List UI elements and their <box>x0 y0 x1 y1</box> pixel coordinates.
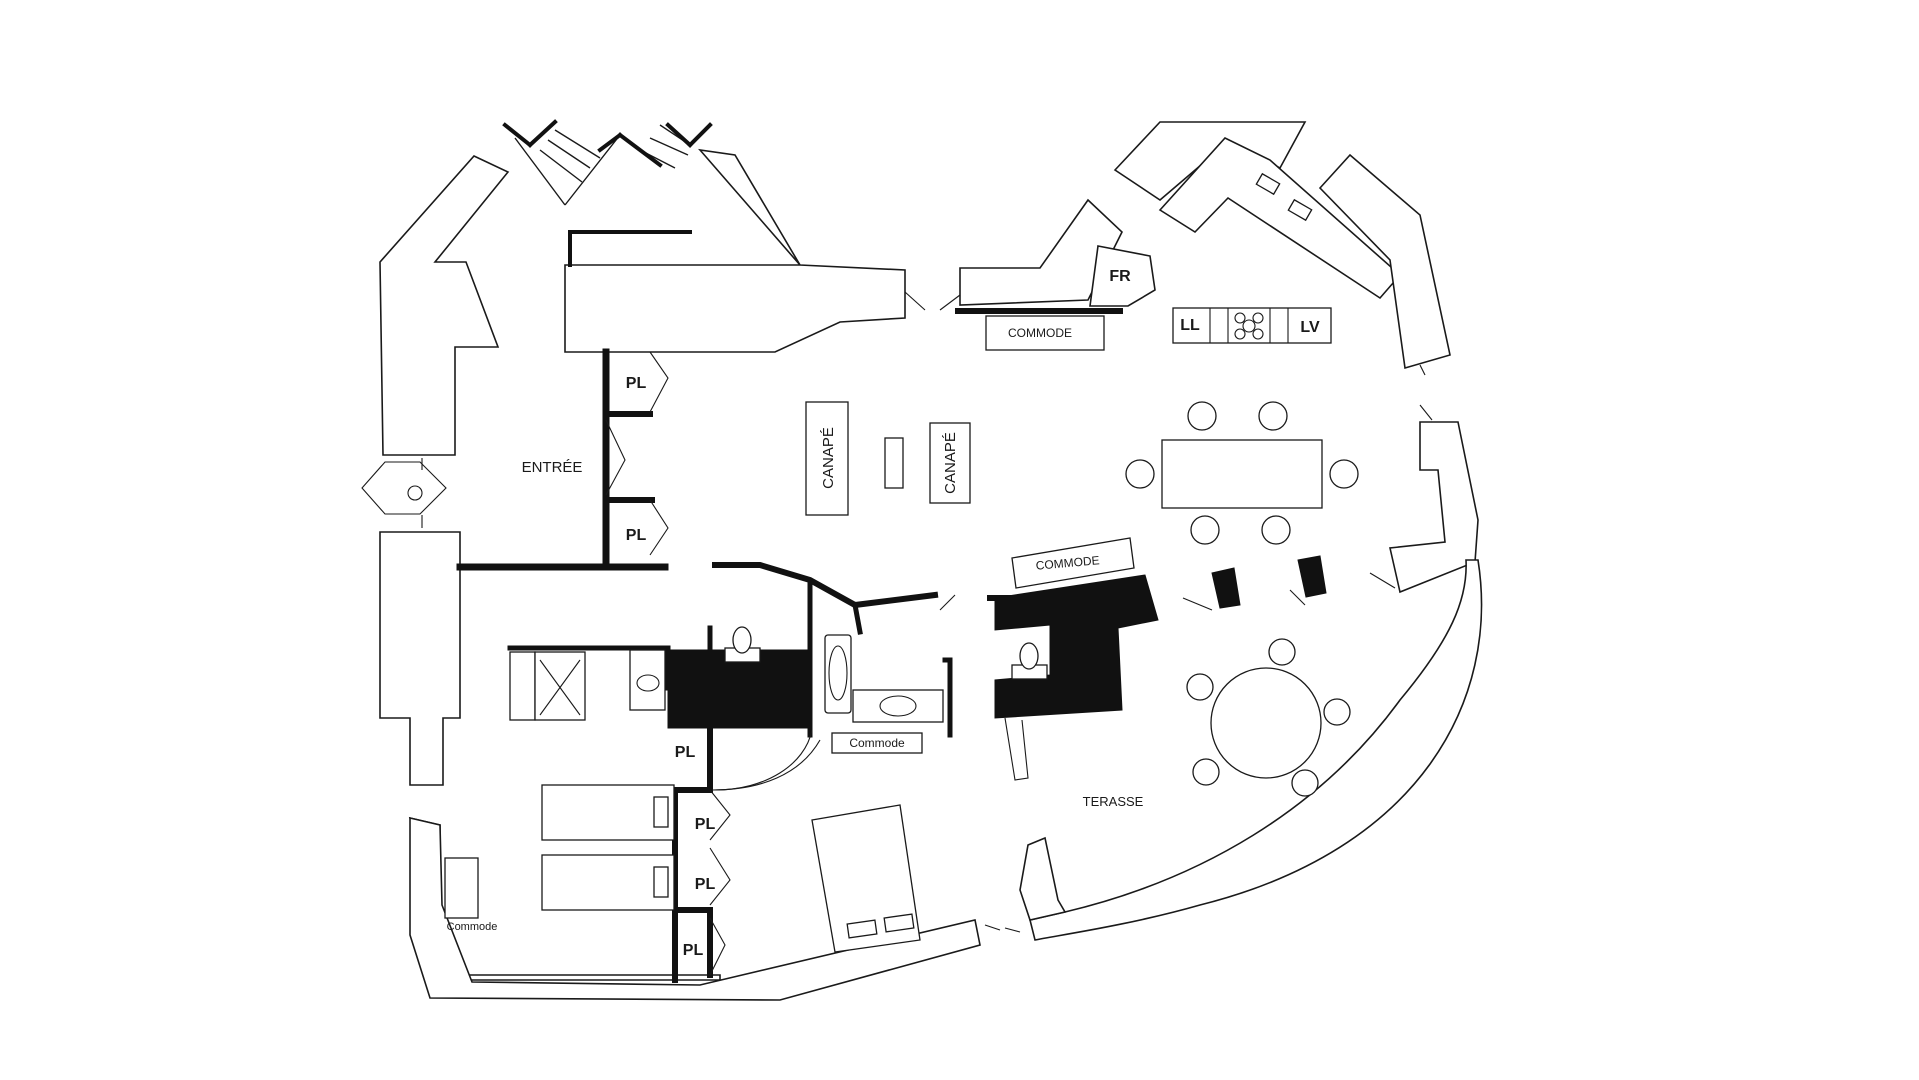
sofa-2-label: CANAPÉ <box>942 432 959 494</box>
shower-1 <box>509 651 536 721</box>
wall-north-entry <box>564 148 906 353</box>
single-bed-2 <box>541 854 675 911</box>
closet-pl-6: PL <box>683 942 704 959</box>
dining-round <box>1186 638 1351 797</box>
kitchen-island-mass <box>994 574 1159 719</box>
bathrooms: Commode <box>509 626 1048 791</box>
wall-west-upper <box>379 155 510 456</box>
dining-rectangular <box>1125 401 1359 545</box>
chair-rect-1 <box>1187 401 1217 431</box>
room-label-entree: ENTRÉE <box>522 459 583 476</box>
coffee-table <box>884 437 904 489</box>
chair-round-3 <box>1323 698 1351 726</box>
closet-pl-1: PL <box>626 375 647 392</box>
entrance-door <box>361 458 447 528</box>
dining-table-rect <box>1161 439 1323 509</box>
stove-burner-4 <box>1234 328 1246 340</box>
north-staircase <box>502 119 713 206</box>
toilet-2 <box>1019 642 1039 670</box>
chair-round-1 <box>1186 673 1214 701</box>
commode-bedroom-label: Commode <box>447 921 498 933</box>
living-room: CANAPÉ CANAPÉ COMMODE COMMODE <box>805 315 1135 589</box>
wall-east-upper <box>1318 153 1451 370</box>
column-1 <box>1211 567 1241 609</box>
appliance-fr: FR <box>1109 268 1131 285</box>
sofa-1 <box>805 401 849 516</box>
bathroom-sink-1 <box>629 649 666 711</box>
chair-rect-6 <box>1261 515 1291 545</box>
chair-round-5 <box>1192 758 1220 786</box>
fridge <box>1089 245 1156 307</box>
door-swings <box>904 291 1433 933</box>
wall-west-lower <box>379 531 461 786</box>
chair-round-4 <box>1291 769 1319 797</box>
single-bed-1 <box>541 784 675 841</box>
commode-kitchen-label: COMMODE <box>1008 326 1072 340</box>
commode-kitchen <box>985 315 1105 351</box>
commode-living <box>1011 537 1135 589</box>
wall-south-main <box>409 816 981 1001</box>
commode-bedroom <box>444 857 479 919</box>
closet-doors <box>605 351 731 976</box>
wall-terrace-curve <box>1029 559 1483 941</box>
bathroom-sink-2 <box>852 689 944 723</box>
closet-pl-4: PL <box>695 816 716 833</box>
chair-round-2 <box>1268 638 1296 666</box>
kitchen-appliance-small-1 <box>1255 172 1281 196</box>
commode-bath-label: Commode <box>849 736 905 750</box>
commode-living-label: COMMODE <box>1035 553 1100 573</box>
bath-door-arc <box>714 729 813 791</box>
column-2 <box>1297 555 1327 598</box>
exterior-walls <box>361 119 1483 1001</box>
stove-burner-5 <box>1252 328 1264 340</box>
kitchen-appliances <box>1172 307 1332 344</box>
wall-northeast-2 <box>1158 137 1402 300</box>
kitchen-counter-ll-lv <box>1172 307 1332 344</box>
stove-burner-1 <box>1234 312 1246 324</box>
appliance-lv: LV <box>1300 319 1320 336</box>
chair-rect-5 <box>1190 515 1220 545</box>
sofa-2 <box>929 422 971 504</box>
closet-pl-3: PL <box>675 744 696 761</box>
stove-burner-3 <box>1242 319 1256 333</box>
double-bed <box>811 804 921 953</box>
closet-pl-5: PL <box>695 876 716 893</box>
shower-2 <box>534 651 586 721</box>
wall-terrace-south-stub <box>1019 836 1067 921</box>
sofa-1-label: CANAPÉ <box>820 427 837 489</box>
dining-table-round <box>1210 667 1322 779</box>
chair-rect-4 <box>1329 459 1359 489</box>
room-label-terasse: TERASSE <box>1083 794 1144 809</box>
chair-rect-3 <box>1125 459 1155 489</box>
bedroom-door-arc <box>711 739 821 791</box>
bedroom-furniture: Commode <box>444 739 921 953</box>
appliance-ll: LL <box>1180 317 1200 334</box>
kitchen-appliance-small-2 <box>1287 198 1313 222</box>
stove-burner-2 <box>1252 312 1264 324</box>
wall-north-kitchen <box>959 198 1123 306</box>
commode-bath <box>831 732 923 754</box>
closet-pl-2: PL <box>626 527 647 544</box>
wall-east-mid <box>1389 421 1479 594</box>
toilet-1 <box>732 626 752 654</box>
chair-rect-2 <box>1258 401 1288 431</box>
wall-north-entry-bold <box>568 230 692 267</box>
